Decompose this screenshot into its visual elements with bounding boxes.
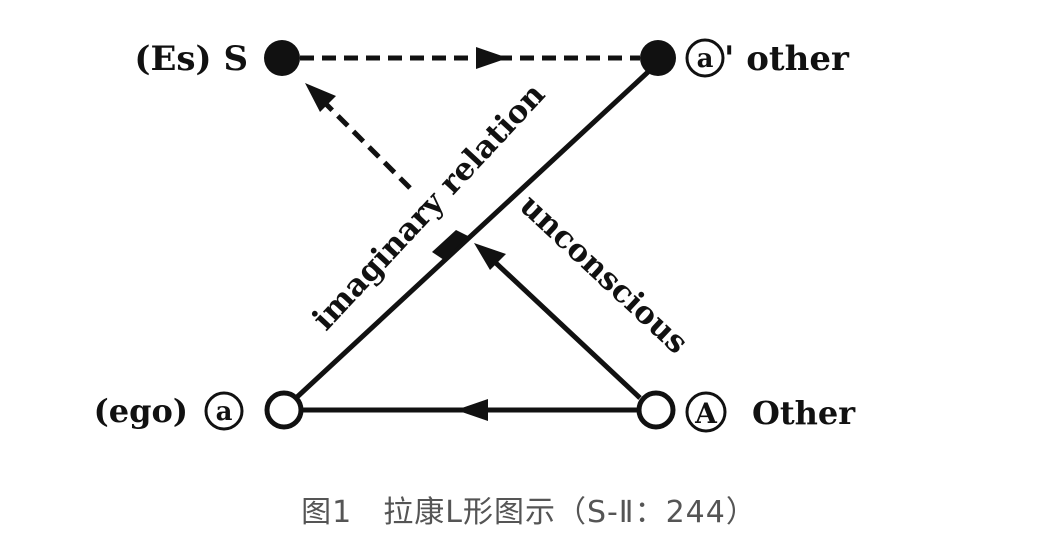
node-big-a	[636, 390, 676, 430]
figure-caption: 图1 拉康L形图示（S-Ⅱ：244）	[301, 495, 757, 530]
label-ego-prefix: (ego)	[94, 392, 188, 430]
edge-unconscious	[480, 248, 642, 400]
label-es-s: (Es) S	[134, 39, 248, 79]
arrowhead-unconscious	[474, 243, 506, 270]
node-a-prime	[640, 40, 676, 76]
label-imaginary-relation: imaginary relation	[306, 77, 553, 338]
arrowhead-center-to-s	[305, 83, 336, 112]
arrowhead-imaginary	[432, 230, 468, 260]
edge-imaginary	[294, 70, 650, 400]
schema-l-diagram: (Es) S a ' other (ego) a A Other imagina…	[94, 38, 856, 433]
arrowhead-s-to-a-prime	[476, 47, 508, 69]
label-big-a-suffix: Other	[752, 394, 856, 432]
label-a-prime-suffix: ' other	[724, 39, 850, 79]
node-ego-a	[264, 390, 304, 430]
label-unconscious: unconscious	[513, 188, 695, 362]
circled-big-a-ring	[685, 391, 727, 433]
circled-ego-a-ring	[204, 391, 244, 431]
circled-ego-a-letter: a	[216, 397, 233, 427]
circled-a-prime-ring	[685, 38, 725, 78]
arrowhead-bottom	[456, 399, 488, 421]
node-s	[264, 40, 300, 76]
circled-big-a-letter: A	[694, 397, 718, 430]
circled-a-prime-letter: a	[697, 44, 714, 74]
edge-center-to-s	[310, 88, 412, 190]
